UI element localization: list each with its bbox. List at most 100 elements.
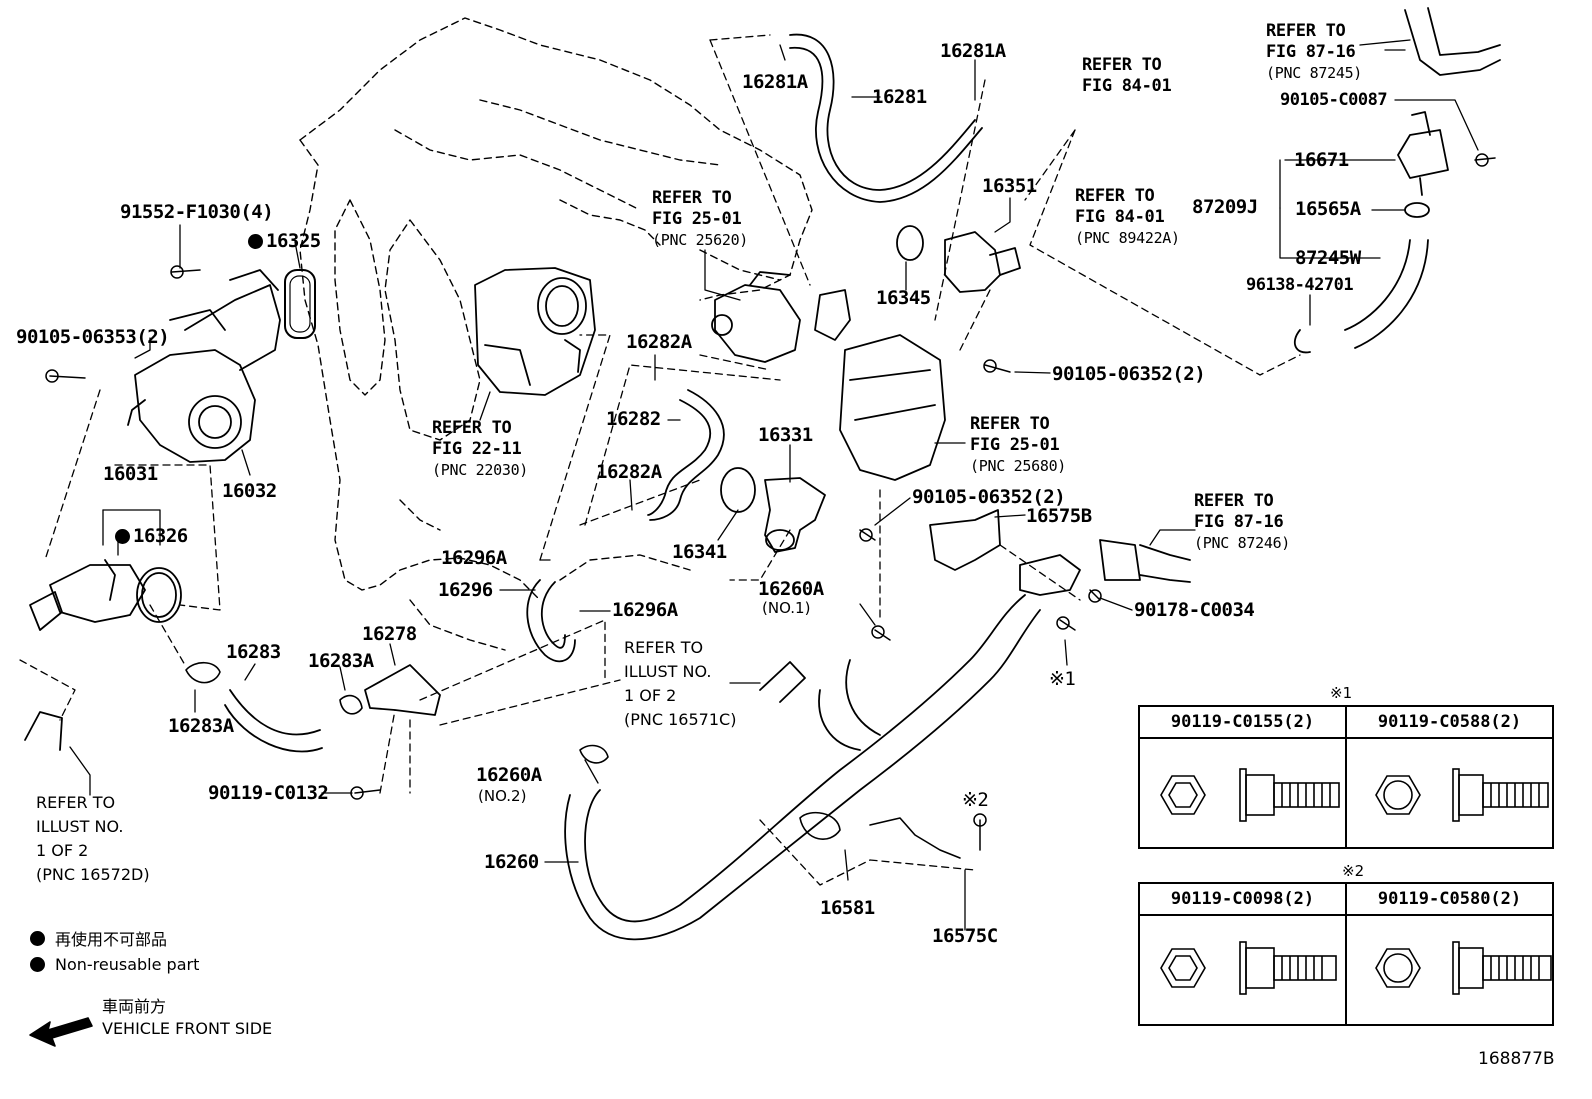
water-inlet-housing — [127, 269, 281, 463]
non-reusable-dot-icon — [115, 529, 130, 544]
label-16260A-no1: 16260A — [758, 578, 824, 600]
hose-16281 — [789, 33, 976, 191]
legend-en: Non-reusable part — [55, 954, 200, 974]
label-16282A-lower: 16282A — [596, 461, 662, 483]
throttle-body — [474, 267, 596, 396]
label-16575C: 16575C — [932, 925, 998, 947]
label-16296A-lower: 16296A — [612, 599, 678, 621]
label-16581: 16581 — [820, 897, 875, 919]
label-16281A-right: 16281A — [940, 40, 1006, 62]
label-16032: 16032 — [222, 480, 277, 502]
bolt-table-2-title: ※2 — [1342, 862, 1365, 880]
bolt-table-2-right-header: 90119-C0580(2) — [1345, 882, 1554, 916]
bolt-drawing-cell — [1345, 737, 1554, 849]
label-87209J: 87209J — [1192, 196, 1258, 218]
water-pump-inlet — [29, 559, 182, 631]
label-note-1: ※1 — [1049, 668, 1076, 690]
bolt-table-1-title: ※1 — [1330, 684, 1353, 702]
bolt-table-2-left-header: 90119-C0098(2) — [1138, 882, 1347, 916]
label-note-2: ※2 — [962, 789, 989, 811]
gasket-16325 — [284, 269, 316, 339]
label-16575B: 16575B — [1026, 505, 1092, 527]
dashed-guides — [19, 34, 1301, 886]
label-16281A-left: 16281A — [742, 71, 808, 93]
label-91552-F1030: 91552-F1030(4) — [120, 201, 274, 223]
label-90178-C0034: 90178-C0034 — [1134, 599, 1255, 621]
label-16283: 16283 — [226, 641, 281, 663]
clamp-16260A — [579, 744, 609, 764]
label-90119-C0132: 90119-C0132 — [208, 782, 329, 804]
bolt-drawing-cell — [1345, 914, 1554, 1026]
label-16260: 16260 — [484, 851, 539, 873]
legend-jp: 再使用不可部品 — [55, 930, 168, 949]
bolt-drawing-cell — [1138, 737, 1347, 849]
gasket-16341 — [720, 467, 756, 513]
bolt-drawing-cell — [1138, 914, 1347, 1026]
label-16351: 16351 — [982, 175, 1037, 197]
non-reusable-dot-icon — [30, 956, 45, 972]
bracket-16575C — [869, 817, 961, 859]
label-16260A-no1-sub: (NO.1) — [762, 599, 811, 617]
label-16283A-lower: 16283A — [168, 715, 234, 737]
hose-16296 — [526, 579, 576, 663]
label-16296A-upper: 16296A — [441, 547, 507, 569]
clamp-16565A — [1404, 202, 1430, 218]
label-90105-C0087: 90105-C0087 — [1280, 90, 1388, 110]
bolt-table-1-right-header: 90119-C0588(2) — [1345, 705, 1554, 739]
egr-valve — [711, 271, 801, 363]
clamp-96138 — [1293, 329, 1311, 354]
label-16281: 16281 — [872, 86, 927, 108]
label-16326: 16326 — [115, 527, 188, 546]
pipe-16278 — [364, 664, 441, 716]
label-16671: 16671 — [1294, 149, 1349, 171]
label-16565A: 16565A — [1295, 198, 1361, 220]
label-16278: 16278 — [362, 623, 417, 645]
label-16283A-upper: 16283A — [308, 650, 374, 672]
non-reusable-dot-icon — [248, 234, 263, 249]
label-16325: 16325 — [248, 232, 321, 251]
water-outlet-16331 — [764, 477, 826, 553]
bolt-table-1-left-header: 90119-C0155(2) — [1138, 705, 1347, 739]
leader-lines — [69, 39, 1479, 931]
label-16031: 16031 — [103, 463, 158, 485]
hose-87245 — [1404, 7, 1501, 76]
legend: 再使用不可部品 Non-reusable part — [30, 925, 199, 977]
bolt-table-1: 90119-C0155(2) 90119-C0588(2) — [1138, 705, 1554, 849]
hose-16283 — [229, 689, 321, 736]
label-16282: 16282 — [606, 408, 661, 430]
figure-id: 168877B — [1478, 1049, 1555, 1069]
label-16345: 16345 — [876, 287, 931, 309]
tee-16671 — [1397, 111, 1449, 196]
label-16282A-upper: 16282A — [626, 331, 692, 353]
label-16331: 16331 — [758, 424, 813, 446]
clamp-16283A — [185, 661, 221, 684]
hose-87245W — [1344, 239, 1429, 349]
label-16260A-no2: 16260A — [476, 764, 542, 786]
label-16260A-no2-sub: (NO.2) — [478, 787, 527, 805]
bracket-16575B — [929, 509, 1081, 596]
label-90105-06353: 90105-06353(2) — [16, 326, 170, 348]
label-87245W: 87245W — [1295, 247, 1361, 269]
egr-cooler — [814, 289, 946, 481]
hose-16260 — [564, 594, 1041, 941]
clamp-16581 — [799, 811, 841, 840]
heater-hose-end — [1099, 539, 1191, 583]
label-90105-06352-upper: 90105-06352(2) — [1052, 363, 1206, 385]
bolt-icons — [45, 153, 1496, 851]
bolt-table-2: 90119-C0098(2) 90119-C0580(2) — [1138, 882, 1554, 1026]
hose-16282 — [647, 399, 712, 516]
front-arrow-icon — [29, 1017, 93, 1047]
label-16341: 16341 — [672, 541, 727, 563]
water-outlet-16351 — [944, 231, 1021, 293]
